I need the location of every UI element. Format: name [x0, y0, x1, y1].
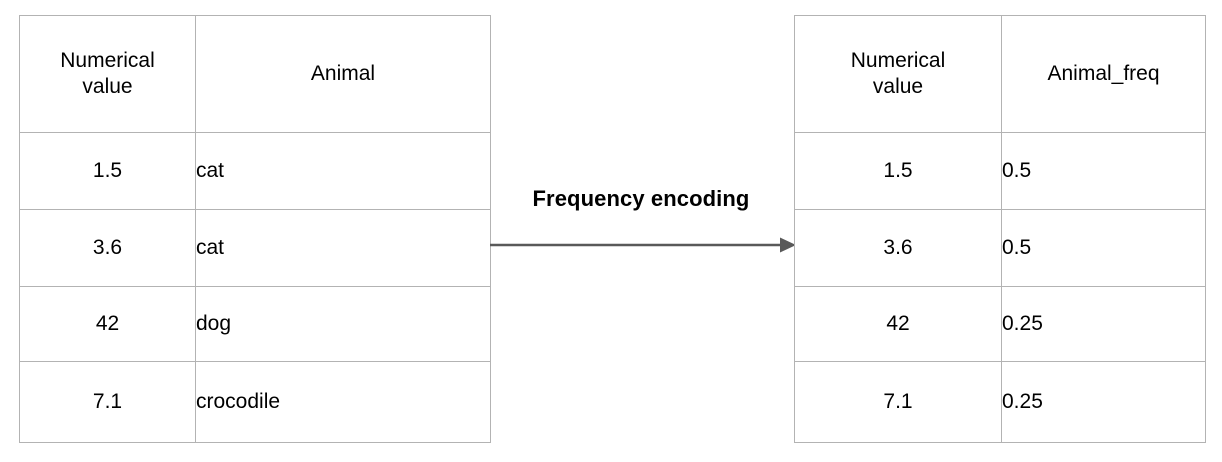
- encoded-table: Numerical value Animal_freq 1.5 0.5 3.6 …: [794, 15, 1206, 443]
- table-row: 42 0.25: [794, 286, 1206, 362]
- header-cell-numerical-value: Numerical value: [19, 15, 196, 133]
- cell-animal: dog: [195, 286, 491, 362]
- cell-numerical-value: 42: [19, 286, 196, 362]
- table-row: 3.6 cat: [19, 209, 491, 287]
- cell-numerical-value: 1.5: [19, 132, 196, 210]
- cell-animal-freq: 0.5: [1001, 209, 1206, 287]
- table-row: 3.6 0.5: [794, 209, 1206, 287]
- header-cell-animal-freq: Animal_freq: [1001, 15, 1206, 133]
- table-row: 7.1 crocodile: [19, 361, 491, 443]
- header-cell-animal: Animal: [195, 15, 491, 133]
- cell-numerical-value: 42: [794, 286, 1002, 362]
- header-line-2: value: [82, 75, 133, 98]
- cell-numerical-value: 3.6: [19, 209, 196, 287]
- cell-animal-freq: 0.25: [1001, 286, 1206, 362]
- table-header-row: Numerical value Animal: [19, 15, 491, 133]
- header-cell-numerical-value: Numerical value: [794, 15, 1002, 133]
- header-line-1: Numerical: [60, 49, 155, 73]
- header-line-1: Numerical: [850, 49, 946, 73]
- table-row: 1.5 cat: [19, 132, 491, 210]
- cell-numerical-value: 3.6: [794, 209, 1002, 287]
- table-header-row: Numerical value Animal_freq: [794, 15, 1206, 133]
- table-row: 7.1 0.25: [794, 361, 1206, 443]
- cell-animal: cat: [195, 132, 491, 210]
- cell-animal-freq: 0.5: [1001, 132, 1206, 210]
- table-row: 42 dog: [19, 286, 491, 362]
- cell-animal: cat: [195, 209, 491, 287]
- cell-animal-freq: 0.25: [1001, 361, 1206, 443]
- cell-numerical-value: 1.5: [794, 132, 1002, 210]
- right-arrow-icon: [490, 237, 796, 253]
- cell-animal: crocodile: [195, 361, 491, 443]
- header-line-2: value: [872, 75, 924, 98]
- transformation-label: Frequency encoding: [532, 186, 750, 211]
- transformation-arrow-group: Frequency encoding: [488, 186, 798, 266]
- source-table: Numerical value Animal 1.5 cat 3.6 cat 4…: [19, 15, 491, 443]
- table-row: 1.5 0.5: [794, 132, 1206, 210]
- cell-numerical-value: 7.1: [794, 361, 1002, 443]
- cell-numerical-value: 7.1: [19, 361, 196, 443]
